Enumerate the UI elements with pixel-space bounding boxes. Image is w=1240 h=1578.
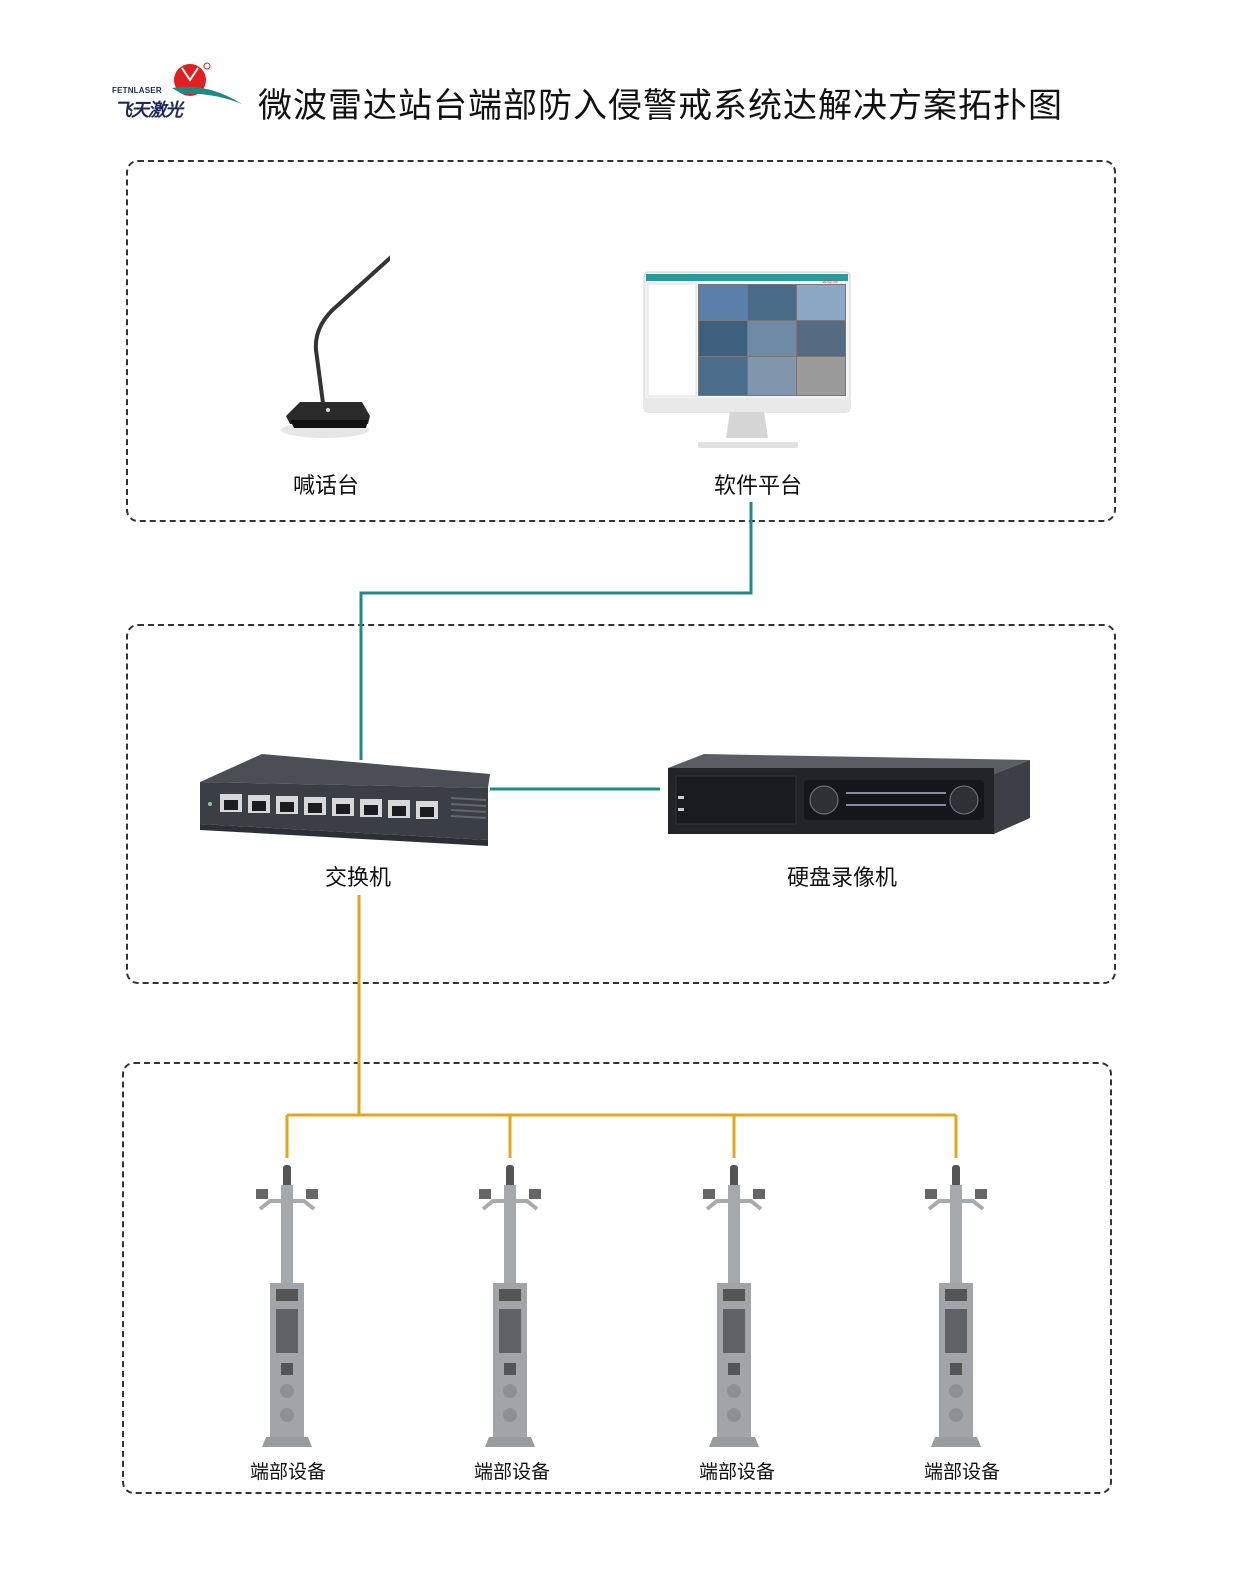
control-group-box (126, 160, 1116, 522)
terminal-pole-icon (479, 1165, 541, 1447)
microphone-device (270, 228, 417, 445)
software-platform-label: 软件平台 (713, 474, 802, 499)
switch-icon (200, 754, 490, 846)
microphone-icon (281, 228, 417, 438)
software-platform-monitor: 16:52:28 (642, 270, 852, 460)
terminal-pole-icon (703, 1165, 765, 1447)
company-logo: FETNLASER 飞天激光 (112, 60, 247, 122)
yellow-links (285, 895, 958, 1158)
network-switch (196, 752, 496, 862)
network-group-box (126, 624, 1116, 984)
page-title: 微波雷达站台端部防入侵警戒系统达解决方案拓扑图 (258, 86, 1063, 126)
terminal-label-2: 端部设备 (473, 1461, 550, 1483)
switch-label: 交换机 (324, 866, 391, 891)
terminal-pole-icon (925, 1165, 987, 1447)
terminal-device-1 (252, 1165, 322, 1447)
terminal-pole-icon (256, 1165, 318, 1447)
nvr-device (664, 752, 1034, 842)
terminal-group-box (122, 1062, 1112, 1494)
terminal-device-4 (921, 1165, 991, 1447)
nvr-icon (668, 754, 1030, 834)
terminal-device-3 (699, 1165, 769, 1447)
terminal-label-3: 端部设备 (698, 1461, 775, 1483)
teal-links (359, 502, 753, 791)
monitor-icon (643, 271, 851, 448)
software-to-switch-link (359, 502, 753, 760)
logo-english-text: FETNLASER (112, 86, 162, 95)
monitor-clock: 16:52:28 (822, 279, 838, 284)
terminal-label-4: 端部设备 (923, 1461, 1000, 1483)
terminal-device-2 (475, 1165, 545, 1447)
microphone-label: 喊话台 (292, 474, 359, 499)
terminal-label-1: 端部设备 (249, 1461, 326, 1483)
logo-mark-icon (172, 62, 242, 104)
logo-chinese-text: 飞天激光 (114, 100, 183, 121)
nvr-label: 硬盘录像机 (786, 866, 897, 891)
